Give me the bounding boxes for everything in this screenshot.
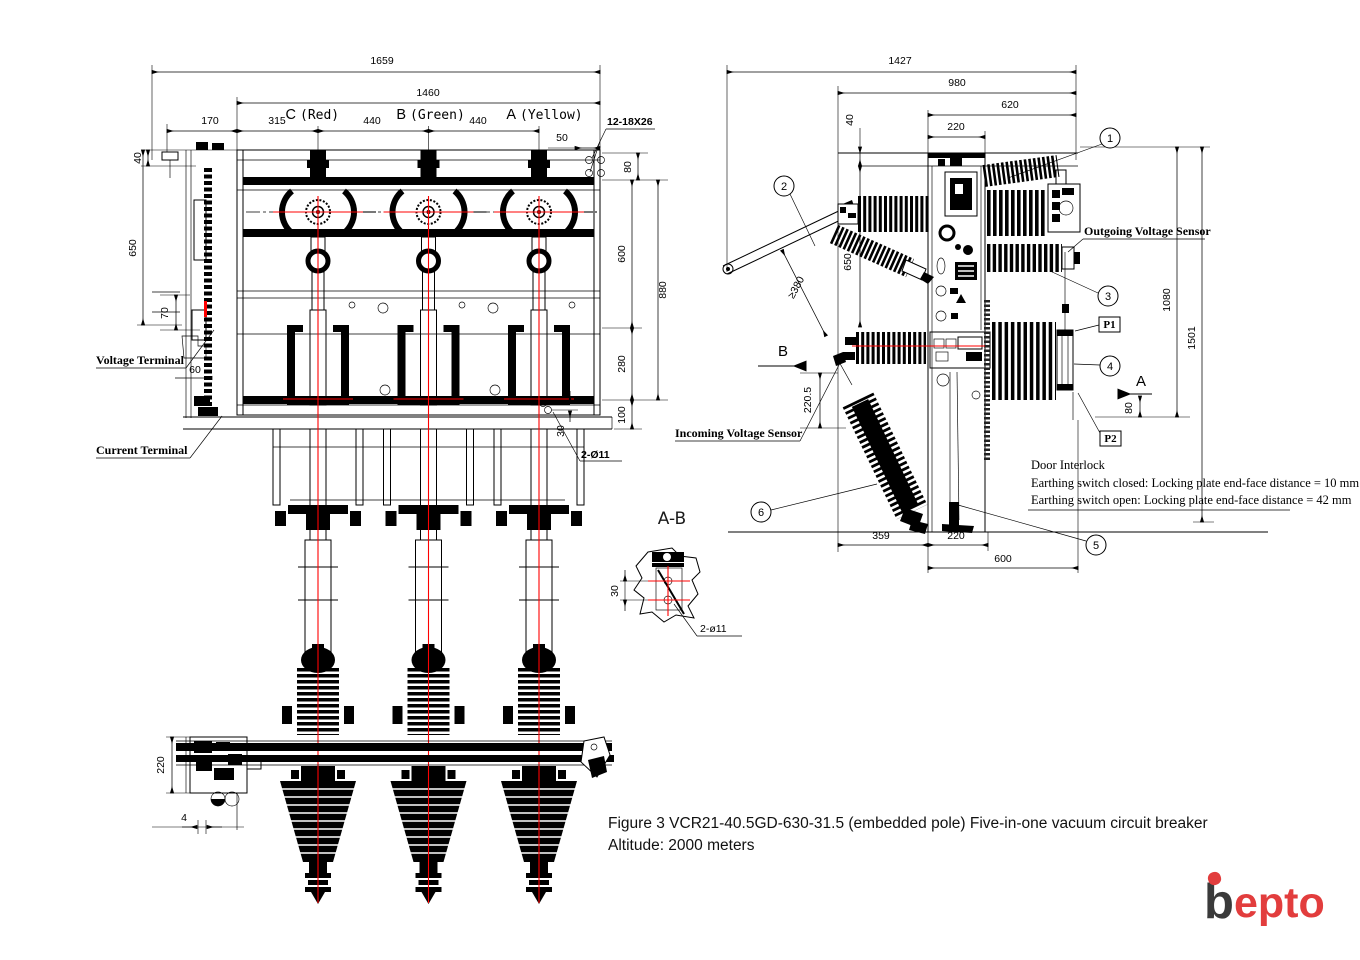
dim-1427: 1427 bbox=[888, 55, 912, 67]
dim-359: 359 bbox=[872, 530, 890, 542]
dim-220-bottom: 220 bbox=[947, 530, 965, 542]
side-left-insulators bbox=[722, 196, 985, 534]
section-a-label: A bbox=[1136, 373, 1146, 390]
dim-60: 60 bbox=[189, 364, 201, 376]
phase-a-color: (Yellow) bbox=[520, 108, 583, 123]
side-view: 1427 980 620 220 40 650 ≥380 B 220.5 359… bbox=[675, 55, 1359, 573]
figure-caption: Figure 3 VCR21-40.5GD-630-31.5 (embedded… bbox=[608, 813, 1328, 856]
caption-line2: Altitude: 2000 meters bbox=[608, 836, 755, 854]
phase-c-color: (Red) bbox=[300, 108, 339, 123]
dim-220-5: 220.5 bbox=[802, 387, 814, 413]
phase-b-color: (Green) bbox=[410, 108, 465, 123]
dim-30: 30 bbox=[555, 425, 567, 437]
current-terminal-label: Current Terminal bbox=[96, 443, 188, 457]
dim-880: 880 bbox=[657, 281, 669, 299]
dim-1659: 1659 bbox=[370, 55, 394, 67]
logo-b: b bbox=[1204, 874, 1234, 929]
dim-220-top: 220 bbox=[947, 121, 965, 133]
logo-rest: epto bbox=[1233, 879, 1325, 928]
callout-6: 6 bbox=[758, 507, 764, 519]
dim-315: 315 bbox=[268, 115, 286, 127]
dim-70: 70 bbox=[159, 307, 171, 319]
side-sensor-labels: Outgoing Voltage Sensor Incoming Voltage… bbox=[675, 224, 1211, 442]
side-right-insulators bbox=[982, 155, 1081, 420]
dim-50: 50 bbox=[556, 132, 568, 144]
dim-1460: 1460 bbox=[416, 87, 440, 99]
incoming-sensor-label: Incoming Voltage Sensor bbox=[675, 426, 803, 440]
dim-980: 980 bbox=[948, 77, 966, 89]
front-beam bbox=[176, 736, 614, 778]
voltage-terminal-label: Voltage Terminal bbox=[96, 353, 185, 367]
dim-1501: 1501 bbox=[1186, 326, 1198, 350]
door-interlock-open: Earthing switch open: Locking plate end-… bbox=[1031, 493, 1352, 507]
brand-logo: b epto bbox=[1204, 869, 1325, 929]
dim-650-side: 650 bbox=[842, 253, 854, 271]
p1-label: P1 bbox=[1103, 319, 1115, 331]
dim-100: 100 bbox=[616, 406, 628, 424]
voltage-terminal-mark bbox=[204, 301, 207, 317]
detail-view: A-B 30 2-ø11 bbox=[609, 509, 742, 637]
outgoing-sensor-label: Outgoing Voltage Sensor bbox=[1084, 224, 1211, 238]
front-left-mechanism bbox=[152, 142, 224, 418]
pole-b bbox=[384, 150, 487, 904]
door-interlock-note: Door Interlock Earthing switch closed: L… bbox=[1028, 458, 1359, 511]
caption-line1: Figure 3 VCR21-40.5GD-630-31.5 (embedded… bbox=[608, 815, 1208, 832]
dim-600-side: 600 bbox=[994, 553, 1012, 565]
pole-c bbox=[273, 150, 376, 904]
dim-620: 620 bbox=[1001, 99, 1019, 111]
dim-40-side: 40 bbox=[844, 114, 856, 126]
dim-280: 280 bbox=[616, 355, 628, 373]
callout-5: 5 bbox=[1093, 540, 1099, 552]
detail-holes-label: 2-ø11 bbox=[700, 623, 727, 635]
label-holes-top: 12-18X26 bbox=[607, 116, 653, 128]
front-annotations: Voltage Terminal Current Terminal bbox=[96, 329, 223, 459]
dim-600: 600 bbox=[616, 245, 628, 263]
side-dimensions: 1427 980 620 220 40 650 ≥380 B 220.5 359… bbox=[726, 55, 1214, 573]
dim-220: 220 bbox=[155, 756, 167, 774]
pole-a bbox=[494, 150, 597, 904]
side-callouts: 1 2 3 4 5 6 P1 P2 bbox=[750, 127, 1122, 556]
detail-dim-30: 30 bbox=[609, 585, 621, 597]
phase-c-letter: C bbox=[286, 107, 296, 123]
phase-a-letter: A bbox=[506, 107, 516, 123]
dim-440-a: 440 bbox=[363, 115, 381, 127]
callout-1: 1 bbox=[1107, 133, 1113, 145]
dim-4: 4 bbox=[181, 812, 187, 824]
side-panel-details bbox=[929, 171, 991, 533]
dim-170: 170 bbox=[201, 115, 219, 127]
dim-80-side: 80 bbox=[1123, 402, 1135, 414]
dim-380: ≥380 bbox=[786, 274, 808, 300]
phase-b-letter: B bbox=[396, 107, 406, 123]
front-bottom-mechanism bbox=[185, 736, 262, 830]
dim-80: 80 bbox=[622, 161, 634, 173]
callout-3: 3 bbox=[1105, 291, 1111, 303]
front-dimensions: 1659 1460 170 315 440 440 50 12-18X26 C … bbox=[127, 55, 669, 834]
front-view: 1659 1460 170 315 440 440 50 12-18X26 C … bbox=[96, 55, 669, 904]
detail-title: A-B bbox=[658, 509, 686, 529]
callout-2: 2 bbox=[781, 181, 787, 193]
dim-440-b: 440 bbox=[469, 115, 487, 127]
callout-4: 4 bbox=[1107, 361, 1113, 373]
p2-label: P2 bbox=[1104, 433, 1117, 445]
dim-650: 650 bbox=[127, 239, 139, 257]
detail-section-outline bbox=[633, 547, 701, 623]
section-b-label: B bbox=[778, 343, 788, 360]
door-interlock-closed: Earthing switch closed: Locking plate en… bbox=[1031, 476, 1359, 490]
dim-40: 40 bbox=[132, 152, 144, 164]
label-holes-bottom: 2-Ø11 bbox=[581, 449, 610, 461]
door-interlock-title: Door Interlock bbox=[1031, 458, 1106, 472]
dim-1080: 1080 bbox=[1161, 288, 1173, 312]
